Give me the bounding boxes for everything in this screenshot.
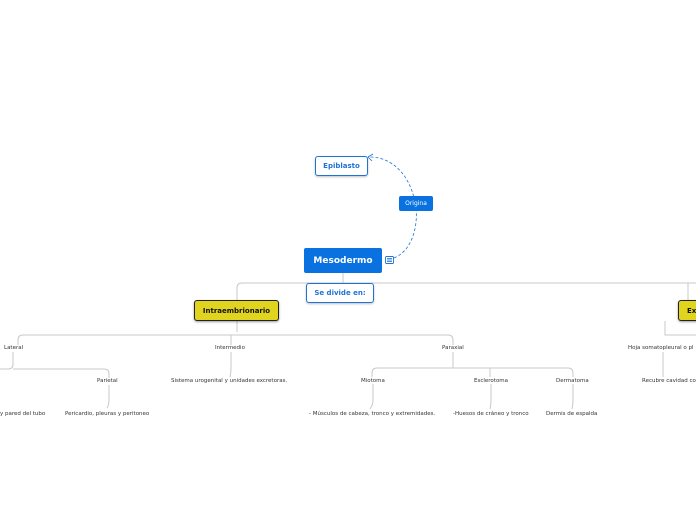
se-divide-en-node[interactable]: Se divide en: xyxy=(306,283,374,303)
dermatoma-child-node[interactable]: Dermis de espalda xyxy=(546,411,598,417)
miotoma-node[interactable]: Miotoma xyxy=(361,378,385,384)
paraxial-node[interactable]: Paraxial xyxy=(442,345,464,351)
central-topic-mesodermo[interactable]: Mesodermo xyxy=(304,248,382,273)
note-icon[interactable] xyxy=(385,256,394,264)
parietal-child-node[interactable]: Pericardio, pleuras y peritoneo xyxy=(65,411,150,417)
dermatoma-node[interactable]: Dermatoma xyxy=(556,378,589,384)
hoja-somatopleural-node[interactable]: Hoja somatopleural o pl xyxy=(628,345,694,351)
lateral-node[interactable]: Lateral xyxy=(4,345,24,351)
intraembrionario-node[interactable]: Intraembrionario xyxy=(194,300,279,321)
parietal-node[interactable]: Parietal xyxy=(97,378,118,384)
extraembrionario-node[interactable]: Ex xyxy=(678,300,696,321)
epiblasto-node[interactable]: Epiblasto xyxy=(315,156,368,176)
esclerotoma-child-node[interactable]: -Huesos de cráneo y tronco xyxy=(453,411,529,417)
hoja-child-node[interactable]: Recubre cavidad co xyxy=(642,378,696,384)
relation-label-origina[interactable]: Origina xyxy=(399,196,433,211)
miotoma-child-node[interactable]: - Músculos de cabeza, tronco y extremida… xyxy=(309,411,436,417)
esclerotoma-node[interactable]: Esclerotoma xyxy=(474,378,509,384)
relation-arrowhead xyxy=(367,153,374,162)
visceral-child-node[interactable]: y pared del tubo xyxy=(0,411,46,417)
intermedio-child-node[interactable]: Sistema urogenital y unidades excretoras… xyxy=(171,378,288,384)
intermedio-node[interactable]: Intermedio xyxy=(215,345,245,351)
